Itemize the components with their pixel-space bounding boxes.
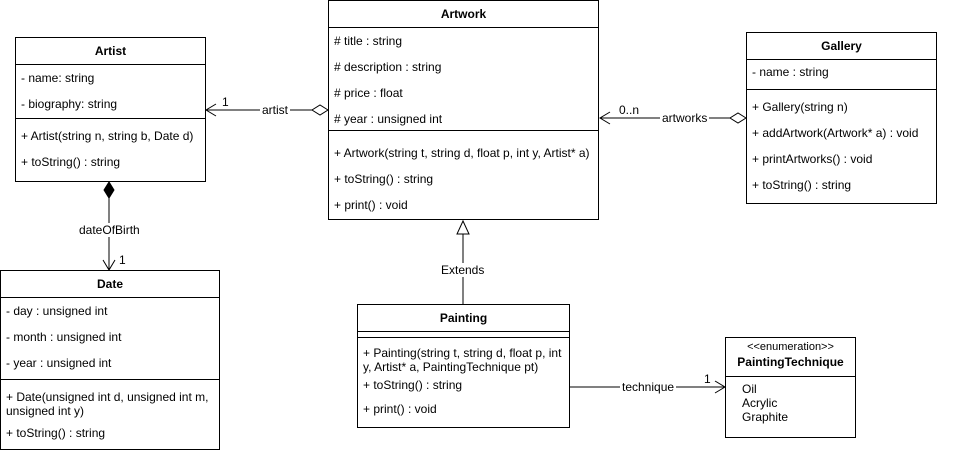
gallery-attribute: - name : string [752, 65, 829, 79]
enum-values: Oil Acrylic Graphite [726, 377, 855, 424]
technique-multiplicity: 1 [704, 372, 711, 386]
artworks-multiplicity: 0..n [619, 103, 640, 117]
date-class[interactable]: Date - day : unsigned int - month : unsi… [0, 270, 220, 450]
artist-class-name: Artist [16, 38, 205, 65]
artwork-method: + toString() : string [334, 172, 434, 186]
technique-role-label: technique [620, 380, 677, 394]
date-class-name: Date [1, 271, 219, 298]
date-methods: + Date(unsigned int d, unsigned int m, u… [1, 380, 219, 446]
date-method: + Date(unsigned int d, unsigned int m, u… [6, 390, 209, 418]
date-attribute: - day : unsigned int [6, 304, 108, 318]
enum-value: Oil [742, 382, 757, 396]
gallery-method: + toString() : string [752, 178, 852, 192]
dob-composition-diamond [103, 181, 115, 199]
date-attribute: - month : unsigned int [6, 330, 122, 344]
date-attributes: - day : unsigned int - month : unsigned … [1, 298, 219, 380]
artwork-attribute: # year : unsigned int [334, 112, 443, 126]
artist-multiplicity: 1 [222, 95, 229, 109]
painting-method: + toString() : string [363, 378, 463, 392]
gallery-class-name: Gallery [747, 33, 936, 60]
gallery-attributes: - name : string [747, 60, 936, 90]
artist-role-label: artist [260, 103, 291, 117]
painting-class-name: Painting [358, 305, 569, 332]
enum-name: PaintingTechnique [737, 355, 844, 369]
artwork-class[interactable]: Artwork # title : string # description :… [328, 0, 599, 220]
artist-attributes: - name: string - biography: string [16, 65, 205, 119]
artist-method: + Artist(string n, string b, Date d) [21, 129, 194, 143]
painting-methods: + Painting(string t, string d, float p, … [358, 338, 569, 420]
artist-aggregation-diamond [311, 104, 329, 116]
artwork-class-name: Artwork [329, 1, 598, 28]
painting-attributes [358, 332, 569, 338]
artwork-method: + Artwork(string t, string d, float p, i… [334, 146, 590, 160]
dob-multiplicity: 1 [119, 253, 126, 267]
artworks-arrowhead [599, 111, 611, 125]
artwork-attribute: # price : float [334, 86, 403, 100]
enum-header: <<enumeration>> PaintingTechnique [726, 338, 855, 377]
painting-class[interactable]: Painting + Painting(string t, string d, … [357, 304, 570, 428]
artworks-aggregation-diamond [729, 112, 747, 124]
enum-value: Acrylic [742, 396, 778, 410]
gallery-class[interactable]: Gallery - name : string + Gallery(string… [746, 32, 937, 204]
artwork-attributes: # title : string # description : string … [329, 28, 598, 131]
gallery-method: + addArtwork(Artwork* a) : void [752, 126, 919, 140]
artist-attribute: - biography: string [21, 97, 118, 111]
gallery-method: + Gallery(string n) [752, 100, 848, 114]
date-attribute: - year : unsigned int [6, 356, 112, 370]
artwork-attribute: # description : string [334, 60, 442, 74]
gallery-methods: + Gallery(string n) + addArtwork(Artwork… [747, 90, 936, 198]
artwork-attribute: # title : string [334, 34, 403, 48]
painting-method: + Painting(string t, string d, float p, … [363, 346, 562, 374]
dob-role-label: dateOfBirth [77, 223, 142, 237]
painting-method: + print() : void [363, 402, 437, 416]
artist-methods: + Artist(string n, string b, Date d) + t… [16, 119, 205, 175]
artist-attribute: - name: string [21, 71, 95, 85]
artist-method: + toString() : string [21, 155, 121, 169]
gallery-method: + printArtworks() : void [752, 152, 873, 166]
artwork-methods: + Artwork(string t, string d, float p, i… [329, 131, 598, 218]
artist-class[interactable]: Artist - name: string - biography: strin… [15, 37, 206, 182]
artist-arrowhead [205, 103, 217, 117]
enum-value: Graphite [742, 410, 789, 424]
date-method: + toString() : string [6, 426, 106, 440]
artworks-role-label: artworks [660, 111, 710, 125]
enum-stereotype: <<enumeration>> [747, 341, 834, 353]
artwork-method: + print() : void [334, 198, 408, 212]
painting-technique-enum[interactable]: <<enumeration>> PaintingTechnique Oil Ac… [725, 337, 856, 438]
extends-triangle [456, 219, 470, 235]
extends-label: Extends [439, 263, 487, 277]
